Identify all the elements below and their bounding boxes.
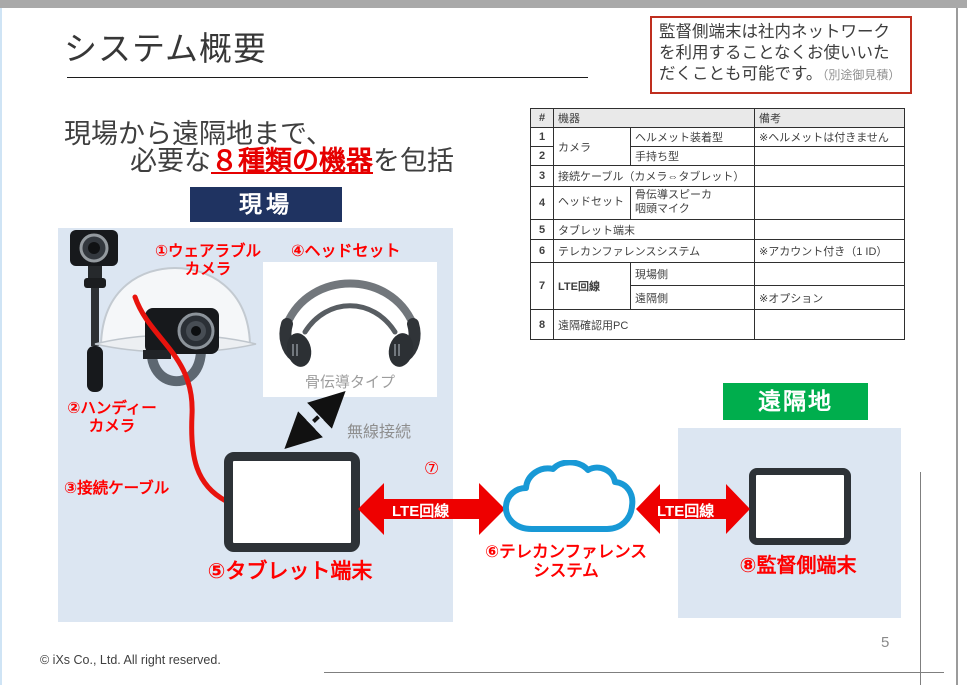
page-title: システム概要 xyxy=(64,30,268,67)
table-row: 2 手持ち型 xyxy=(530,146,905,166)
table-header-row: # 機器 備考 xyxy=(530,108,905,128)
cell-remarks: ※オプション xyxy=(754,285,905,310)
note-text: 監督側端末は社内ネットワークを利用することなくお使いいただくことも可能です。 xyxy=(659,23,890,83)
cell-device-sub: ヘルメット装着型 xyxy=(630,127,755,147)
cell-device-sub: 手持ち型 xyxy=(630,146,755,166)
lead-prefix: 必要な xyxy=(130,146,211,176)
cell-device: 接続ケーブル（カメラ⇔タブレット） xyxy=(553,165,755,187)
title-underline xyxy=(67,77,588,78)
cell-no: 5 xyxy=(530,219,554,240)
cell-no: 1 xyxy=(530,127,554,147)
cell-device-group: LTE回線 xyxy=(553,262,631,310)
lead-line-2: 必要な８種類の機器を包括 xyxy=(130,139,454,178)
footer-vertical-line xyxy=(920,472,921,685)
cell-device-group: カメラ xyxy=(553,127,631,166)
cloud-icon xyxy=(502,460,636,532)
lte-circled-number: ⑦ xyxy=(424,459,440,478)
lead-highlight: ８種類の機器 xyxy=(211,146,373,176)
page-left-edge-line xyxy=(0,8,2,685)
remote-badge: 遠隔地 xyxy=(723,383,868,420)
site-badge: 現場 xyxy=(190,187,342,222)
table-row: 1 カメラ ヘルメット装着型 ※ヘルメットは付きません xyxy=(530,127,905,166)
connection-cable-label: ③接続ケーブル xyxy=(64,480,170,497)
cell-no: 2 xyxy=(530,146,554,166)
footer-horizontal-line xyxy=(324,672,944,673)
note-suffix: （別途御見積） xyxy=(822,68,901,82)
cell-remarks: ※ヘルメットは付きません xyxy=(754,127,905,147)
wireless-caption: 無線接続 xyxy=(347,424,412,441)
cell-remarks xyxy=(754,219,905,240)
cell-device-group: ヘッドセット xyxy=(553,186,631,220)
teleconference-label: ⑥テレカンファレンス システム xyxy=(485,543,647,580)
header-no: # xyxy=(530,108,554,128)
window-top-bar xyxy=(0,0,967,8)
supervisor-tablet-image xyxy=(749,468,851,545)
wearable-camera-label: ①ウェアラブル カメラ xyxy=(154,243,262,278)
handy-camera-label: ②ハンディー カメラ xyxy=(67,400,157,435)
tablet-label: ⑤タブレット端末 xyxy=(207,560,373,583)
header-remarks: 備考 xyxy=(754,108,905,128)
table-row: 遠隔側 ※オプション xyxy=(531,285,905,310)
wireless-dashed-arrow xyxy=(284,390,346,450)
headset-image xyxy=(279,279,421,367)
cell-device-sub: 骨伝導スピーカ 咽頭マイク xyxy=(630,186,755,220)
cell-no: 6 xyxy=(530,239,554,263)
lte-left-label: LTE回線 xyxy=(392,503,450,520)
page-number: 5 xyxy=(881,634,890,651)
cell-device: 遠隔確認用PC xyxy=(553,309,755,340)
lte-arrow-right xyxy=(636,484,750,534)
table-row: 5 タブレット端末 xyxy=(530,219,905,240)
lte-right-label: LTE回線 xyxy=(657,503,715,520)
table-row: 7 LTE回線 現場側 xyxy=(530,262,905,310)
cell-device-sub: 現場側 xyxy=(630,262,755,286)
cell-remarks xyxy=(754,262,905,286)
cell-no: 4 xyxy=(530,186,554,220)
headset-image-box xyxy=(263,262,437,397)
cell-device-sub: 遠隔側 xyxy=(630,285,755,310)
cell-device: タブレット端末 xyxy=(553,219,755,240)
cell-remarks xyxy=(754,165,905,187)
supervisor-terminal-label: ⑧監督側端末 xyxy=(739,555,857,577)
connection-cable-line xyxy=(132,294,229,504)
cell-remarks: ※アカウント付き（1 ID） xyxy=(754,239,905,263)
table-row: 8 遠隔確認用PC xyxy=(530,309,905,340)
handheld-camera-image xyxy=(70,230,118,392)
cell-no: 3 xyxy=(530,165,554,187)
table-row: 6 テレカンファレンスシステム ※アカウント付き（1 ID） xyxy=(530,239,905,263)
headset-label: ④ヘッドセット xyxy=(291,243,401,260)
bone-conduction-caption: 骨伝導タイプ xyxy=(304,374,395,391)
table-row: 4 ヘッドセット 骨伝導スピーカ 咽頭マイク xyxy=(530,186,905,220)
copyright-text: © iXs Co., Ltd. All right reserved. xyxy=(40,653,221,667)
header-device: 機器 xyxy=(553,108,755,128)
lead-line-1: 現場から遠隔地まで、 xyxy=(64,119,333,149)
cell-no: 7 xyxy=(530,262,554,310)
table-row: 3 接続ケーブル（カメラ⇔タブレット） xyxy=(530,165,905,187)
cell-remarks xyxy=(754,309,905,340)
cell-remarks xyxy=(754,186,905,220)
page-right-edge-line xyxy=(956,8,958,685)
equipment-table: # 機器 備考 1 カメラ ヘルメット装着型 ※ヘルメットは付きません 2 手持… xyxy=(530,108,905,340)
lead-suffix: を包括 xyxy=(373,146,454,176)
lte-arrow-left xyxy=(358,483,505,535)
cell-device: テレカンファレンスシステム xyxy=(553,239,755,263)
cell-no: 8 xyxy=(530,309,554,340)
tablet-device-image xyxy=(224,452,360,552)
cell-remarks xyxy=(754,146,905,166)
note-box: 監督側端末は社内ネットワークを利用することなくお使いいただくことも可能です。（別… xyxy=(650,16,912,94)
